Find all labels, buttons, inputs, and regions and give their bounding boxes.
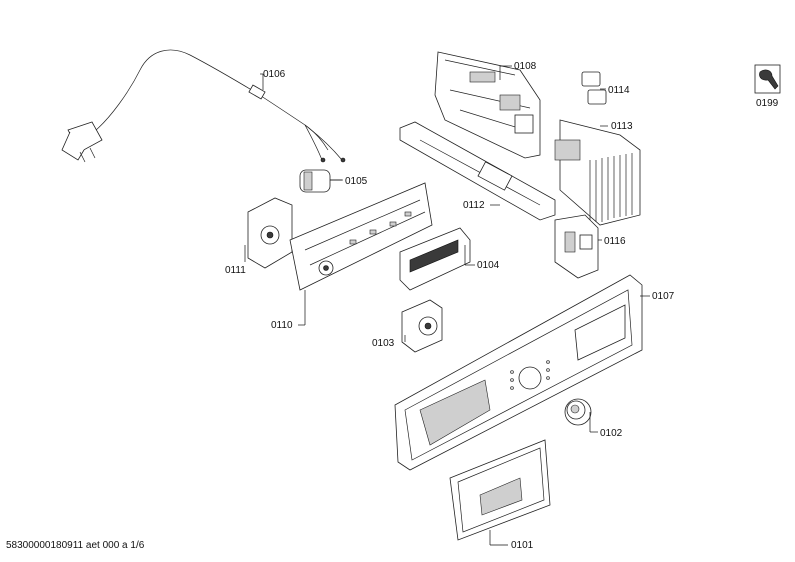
heatsink-module <box>554 119 641 226</box>
knob-module <box>401 299 443 353</box>
relay-pair <box>581 71 607 105</box>
label-0199: 0199 <box>756 98 779 109</box>
label-0112: 0112 <box>463 200 485 211</box>
label-0101: 0101 <box>511 540 534 551</box>
part-labels: 0106 0108 0114 0113 0105 0112 0116 0111 … <box>225 61 779 551</box>
label-0111: 0111 <box>225 265 246 276</box>
label-0106: 0106 <box>263 69 286 80</box>
label-0105: 0105 <box>345 176 368 187</box>
drawer-handle <box>449 439 551 541</box>
display-module <box>399 227 471 291</box>
wrench-book-icon <box>754 64 781 94</box>
connector-block <box>554 214 599 279</box>
label-0102: 0102 <box>600 428 623 439</box>
selector-bracket <box>247 197 293 269</box>
control-panel-fascia <box>394 274 643 471</box>
label-0103: 0103 <box>372 338 395 349</box>
power-cord <box>61 49 346 163</box>
label-0110: 0110 <box>271 320 293 331</box>
long-bracket <box>399 121 556 221</box>
interference-filter <box>299 169 343 193</box>
program-knob <box>564 398 592 426</box>
label-0114: 0114 <box>608 85 630 96</box>
label-0113: 0113 <box>611 121 633 132</box>
document-footer: 58300000180911 aet 000 a 1/6 <box>6 540 145 551</box>
main-control-module <box>434 51 541 159</box>
leader-lines <box>244 65 650 546</box>
label-0107: 0107 <box>652 291 675 302</box>
control-pcb <box>289 182 433 291</box>
label-0116: 0116 <box>604 236 626 247</box>
label-0104: 0104 <box>477 260 500 271</box>
label-0108: 0108 <box>514 61 537 72</box>
